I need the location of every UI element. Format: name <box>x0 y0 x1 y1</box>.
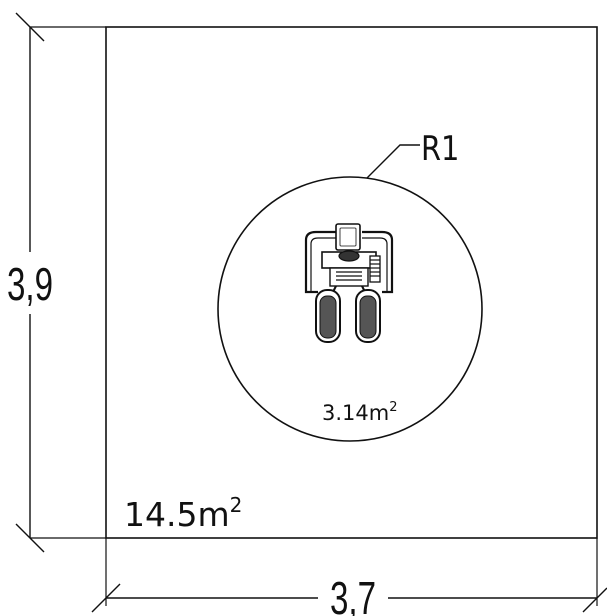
width-tick-left <box>91 583 121 613</box>
radius-label: R1 <box>421 130 459 169</box>
elliptical-trainer-top-view-icon <box>304 223 394 343</box>
radius-leader: R1 <box>366 130 459 179</box>
height-tick-bottom <box>15 523 45 553</box>
height-dimension-label: 3,9 <box>7 260 53 310</box>
circle-area-superscript: 2 <box>389 400 397 415</box>
width-dimension: 3,7 <box>91 538 607 616</box>
height-dimension: 3,9 <box>4 12 106 553</box>
circle-area-label: 3.14m2 <box>322 400 398 425</box>
width-tick-right <box>582 587 607 613</box>
height-tick-top <box>15 12 45 42</box>
total-area-label: 14.5m2 <box>124 493 242 534</box>
clearance-circle <box>217 176 483 442</box>
total-area-superscript: 2 <box>230 493 243 517</box>
area-boundary <box>105 26 598 539</box>
width-dimension-label: 3,7 <box>330 574 376 616</box>
